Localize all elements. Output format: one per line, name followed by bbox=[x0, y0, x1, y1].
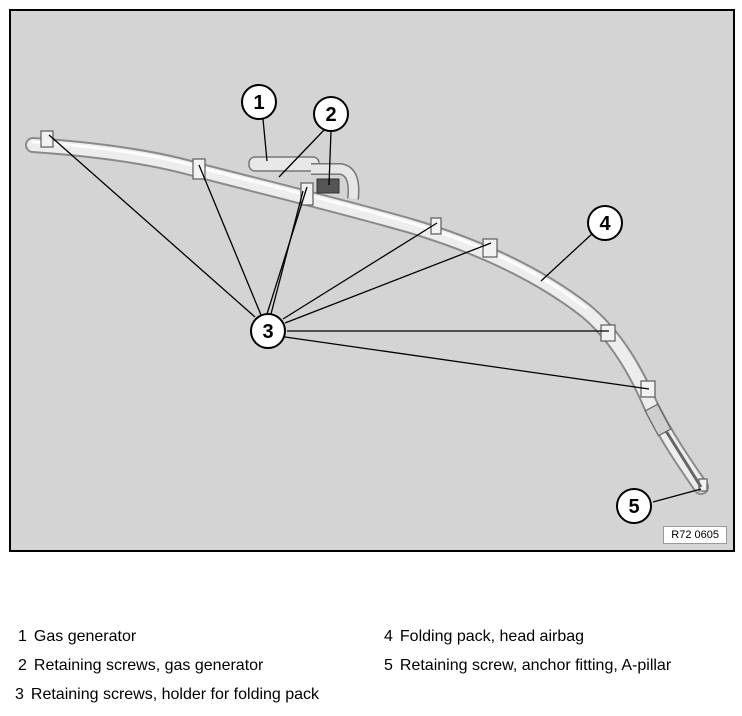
airbag-diagram: 1 2 3 4 5 R72 0605 bbox=[9, 9, 735, 552]
svg-text:4: 4 bbox=[599, 213, 611, 235]
holder-clips bbox=[40, 130, 708, 492]
legend-text: Retaining screw, anchor fitting, A-pilla… bbox=[399, 657, 672, 674]
callout-4: 4 bbox=[587, 205, 623, 241]
legend-item-1: 1 Gas generator bbox=[18, 628, 136, 646]
callout-5: 5 bbox=[616, 488, 652, 524]
svg-text:3: 3 bbox=[262, 321, 273, 343]
legend-number: 1 bbox=[18, 628, 27, 645]
legend-item-5: 5 Retaining screw, anchor fitting, A-pill… bbox=[384, 657, 671, 675]
leader-lines bbox=[48, 118, 702, 503]
legend-text: Retaining screws, gas generator bbox=[33, 657, 264, 674]
legend-number: 4 bbox=[384, 628, 393, 645]
svg-text:1: 1 bbox=[253, 92, 264, 114]
callout-3: 3 bbox=[250, 313, 286, 349]
legend-text: Retaining screws, holder for folding pac… bbox=[30, 686, 320, 703]
figure-reference-code: R72 0605 bbox=[663, 526, 727, 544]
legend-text: Gas generator bbox=[33, 628, 137, 645]
legend-number: 2 bbox=[18, 657, 27, 674]
callout-1: 1 bbox=[241, 84, 277, 120]
legend-text: Folding pack, head airbag bbox=[399, 628, 585, 645]
folding-pack-head-airbag bbox=[25, 137, 709, 495]
legend-number: 3 bbox=[15, 686, 24, 703]
legend-item-4: 4 Folding pack, head airbag bbox=[384, 628, 584, 646]
callout-2: 2 bbox=[313, 96, 349, 132]
diagram-drawing: 1 2 3 4 5 bbox=[25, 84, 709, 524]
legend-item-2: 2 Retaining screws, gas generator bbox=[18, 657, 263, 675]
anchor-fitting bbox=[644, 403, 703, 488]
svg-text:5: 5 bbox=[628, 496, 639, 518]
gas-generator bbox=[248, 156, 360, 200]
legend-item-3: 3 Retaining screws, holder for folding pa… bbox=[15, 686, 319, 704]
svg-text:2: 2 bbox=[325, 104, 336, 126]
legend-number: 5 bbox=[384, 657, 393, 674]
